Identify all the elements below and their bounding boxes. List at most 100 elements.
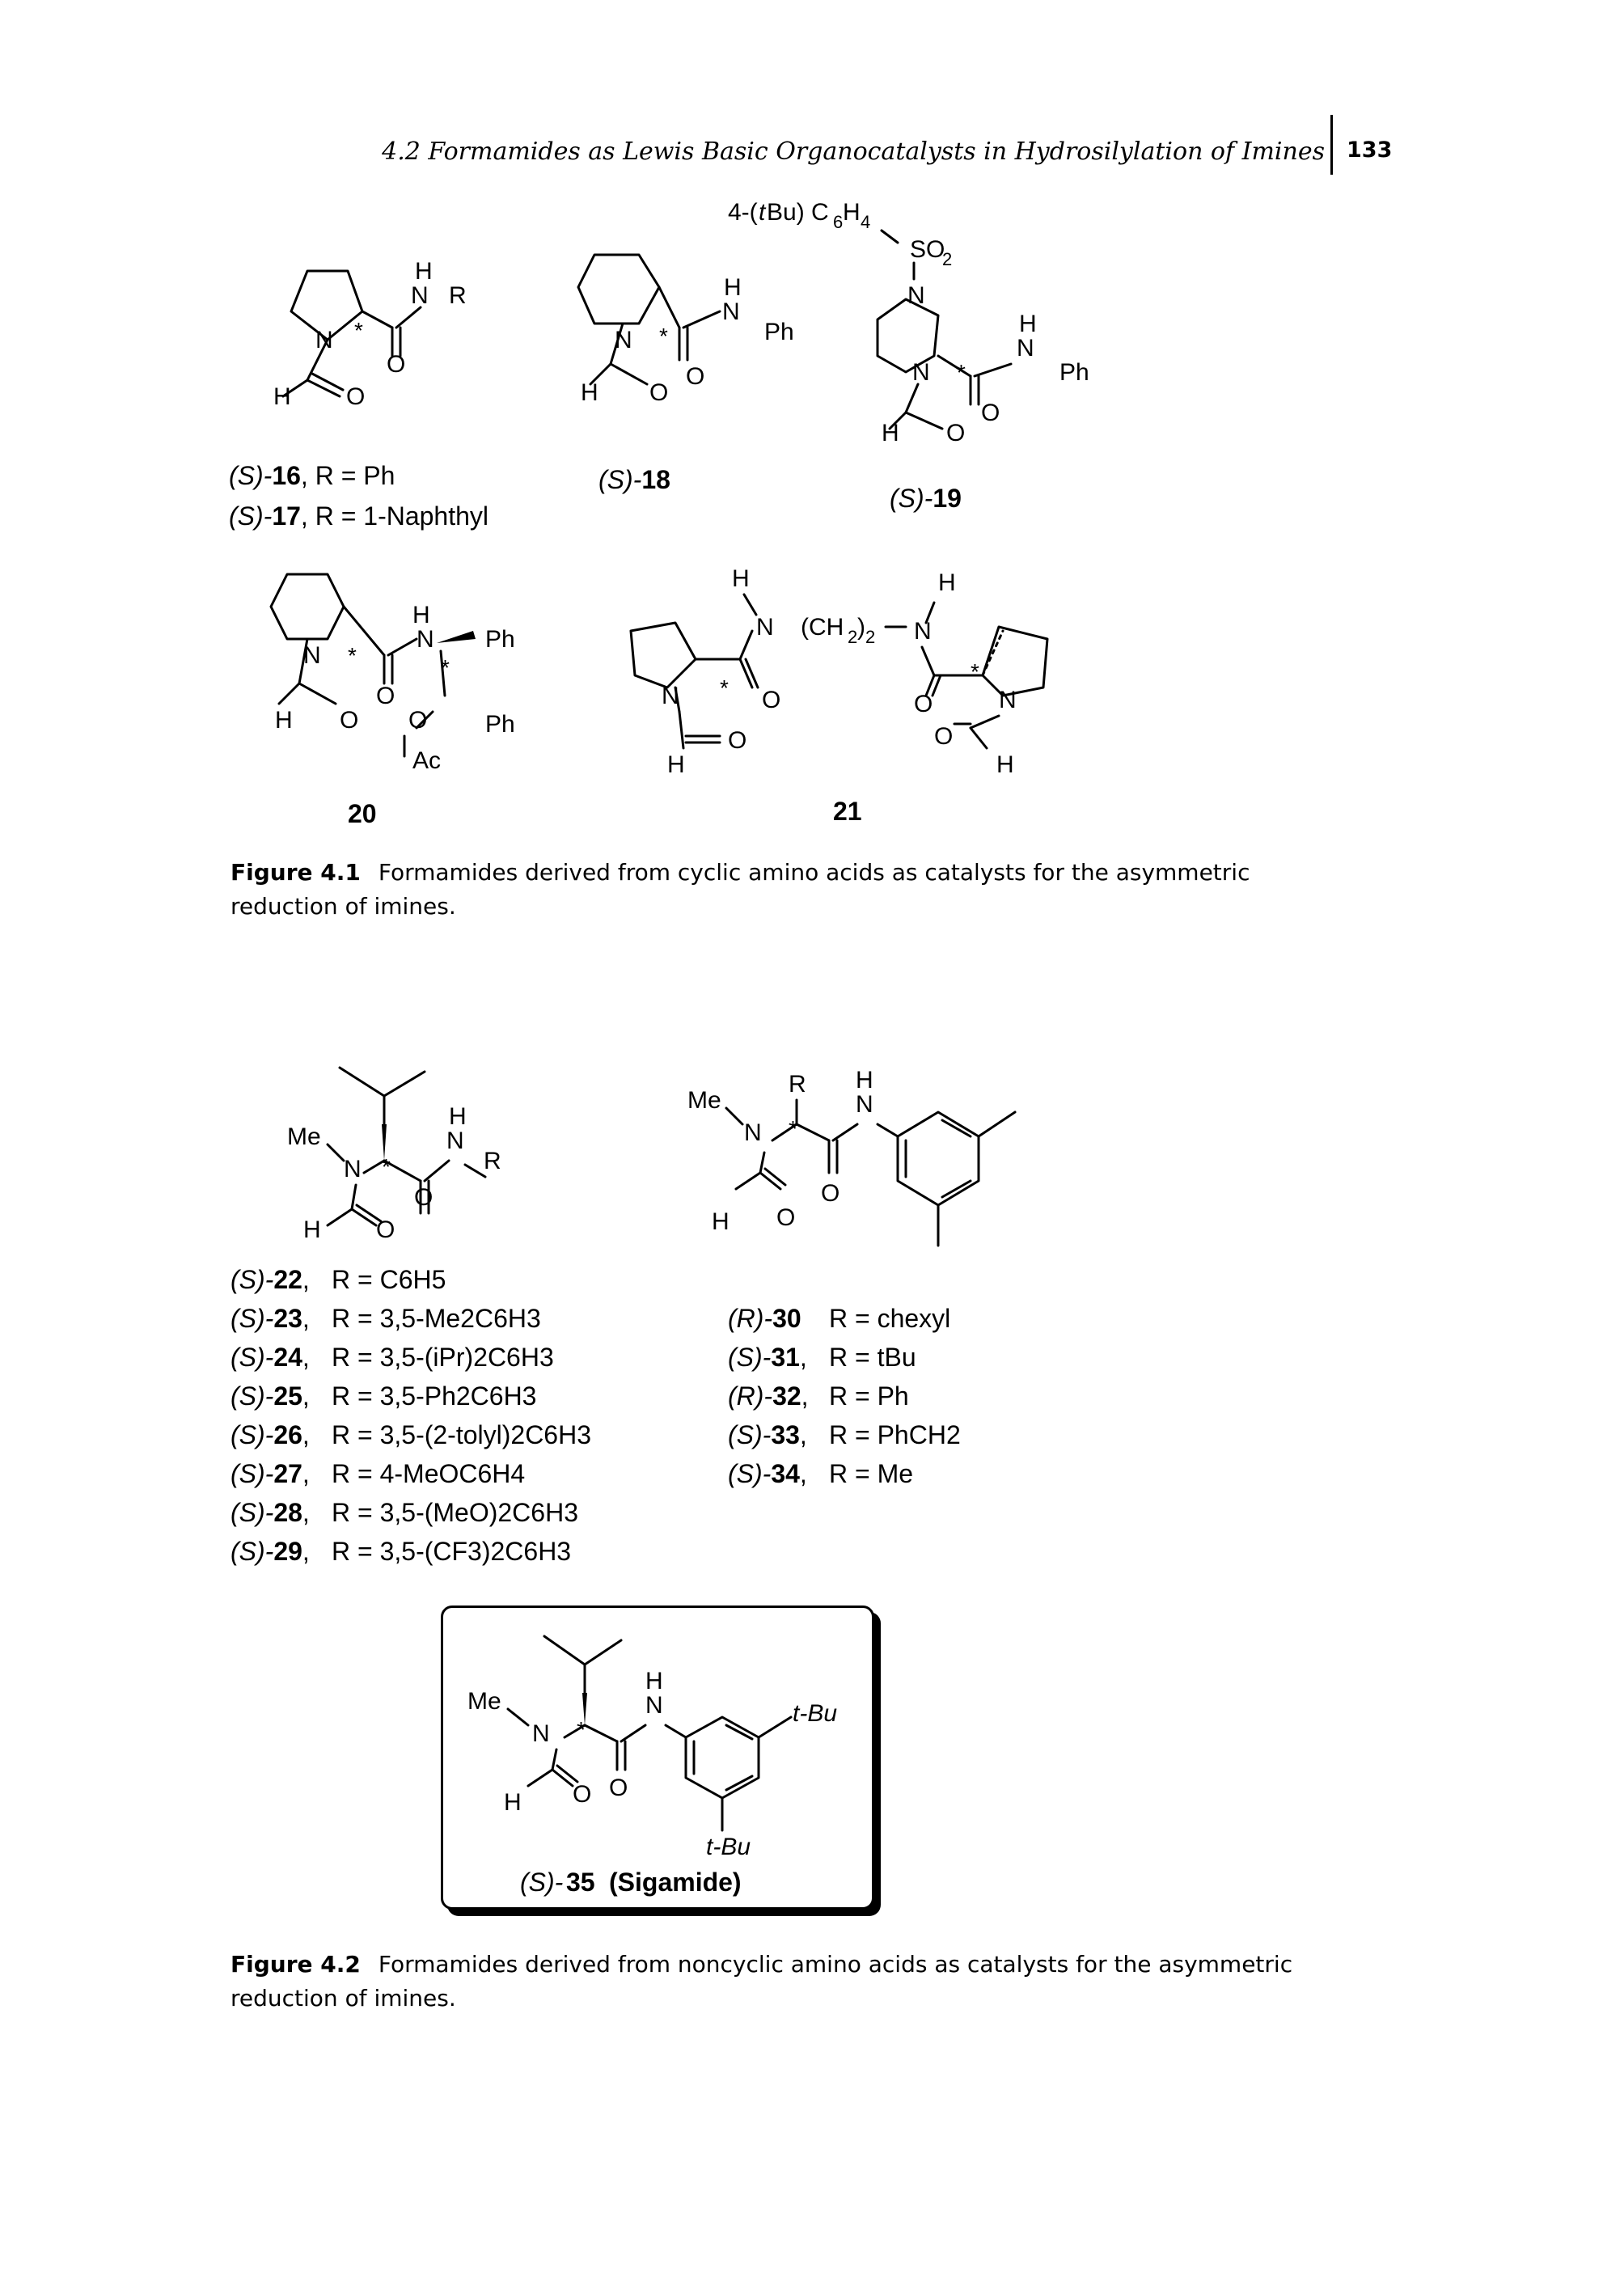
list-item: (S)-26,R = 3,5-(2-tolyl)2C6H3: [230, 1420, 591, 1449]
svg-text:35: 35: [566, 1868, 595, 1897]
svg-text:Ph: Ph: [764, 319, 794, 345]
svg-text:N: N: [303, 642, 321, 669]
svg-text:6: 6: [833, 212, 843, 232]
svg-text:H: H: [415, 258, 433, 285]
svg-text:N: N: [1017, 335, 1034, 362]
svg-text:R: R: [789, 1071, 806, 1098]
svg-text:N: N: [532, 1720, 550, 1747]
svg-text:H: H: [645, 1668, 663, 1694]
structure-19: 4-( t Bu) C 6 H 4 SO 2 N N * H O O H N P…: [728, 199, 1089, 446]
svg-text:t: t: [759, 199, 767, 226]
list-item: (S)-23,R = 3,5-Me2C6H3: [230, 1304, 541, 1333]
svg-text:O: O: [946, 420, 965, 446]
sigamide-box: Me N * H N O H O t-Bu t-Bu (S)- 35 (Siga…: [441, 1606, 874, 1910]
svg-text:*: *: [441, 655, 450, 680]
svg-text:*: *: [354, 318, 363, 343]
svg-text:4: 4: [861, 212, 870, 232]
svg-text:*: *: [348, 643, 357, 668]
svg-text:(S)-: (S)-: [520, 1868, 563, 1897]
svg-text:H: H: [581, 379, 598, 406]
running-title: 4.2 Formamides as Lewis Basic Organocata…: [382, 137, 1325, 166]
running-head: 4.2 Formamides as Lewis Basic Organocata…: [0, 0, 1624, 186]
svg-text:(Sigamide): (Sigamide): [609, 1868, 742, 1897]
svg-text:N: N: [662, 683, 679, 709]
structure-35: Me N * H N O H O t-Bu t-Bu (S)- 35 (Siga…: [467, 1635, 837, 1897]
svg-text:N: N: [645, 1692, 663, 1719]
list-item: (S)-27,R = 4-MeOC6H4: [230, 1459, 526, 1488]
svg-text:H: H: [938, 569, 956, 596]
structure-20: N * H O O H N Ph * O Ph Ac: [269, 573, 515, 774]
svg-text:O: O: [414, 1184, 433, 1211]
svg-text:t-Bu: t-Bu: [793, 1700, 837, 1727]
figure-4-1-text: Formamides derived from cyclic amino aci…: [230, 859, 1250, 920]
svg-text:N: N: [446, 1127, 464, 1154]
svg-text:H: H: [303, 1216, 321, 1243]
svg-text:Me: Me: [467, 1688, 501, 1715]
svg-text:H: H: [724, 274, 742, 301]
label-17: (S)-17, R = 1-Naphthyl: [229, 501, 489, 531]
svg-text:N: N: [417, 626, 434, 653]
svg-text:H: H: [1019, 311, 1037, 337]
svg-text:O: O: [346, 383, 365, 410]
svg-text:*: *: [659, 324, 668, 349]
svg-text:H: H: [856, 1067, 873, 1094]
svg-text:H: H: [667, 751, 685, 778]
svg-text:Me: Me: [287, 1123, 321, 1150]
svg-text:2: 2: [865, 627, 875, 647]
svg-text:H: H: [843, 199, 861, 226]
svg-text:O: O: [914, 691, 933, 717]
label-21: 21: [833, 797, 862, 826]
svg-text:H: H: [275, 707, 293, 734]
svg-text:N: N: [722, 298, 740, 325]
structure-30-34: R Me N * H N O H O: [687, 1067, 1017, 1247]
running-head-rule: [1330, 115, 1333, 175]
figure-4-1-structures: N * H O O H N R N * H O O H N Ph 4-( t B…: [269, 199, 1089, 778]
page-number: 133: [1347, 137, 1393, 163]
svg-text:N: N: [912, 359, 930, 386]
svg-text:H: H: [882, 420, 899, 446]
label-20: 20: [348, 799, 377, 828]
svg-text:*: *: [789, 1116, 797, 1141]
svg-text:N: N: [756, 614, 774, 641]
list-item: (R)-32,R = Ph: [728, 1381, 909, 1411]
structure-18: N * H O O H N Ph: [577, 253, 794, 406]
svg-text:O: O: [934, 723, 953, 750]
svg-text:N: N: [615, 327, 632, 353]
svg-text:Bu) C: Bu) C: [767, 199, 829, 226]
svg-text:SO: SO: [910, 236, 945, 263]
figure-4-2-structures: Me N * H N R O H O R Me N * H N O: [287, 1066, 1017, 1247]
svg-text:Me: Me: [687, 1087, 721, 1114]
list-item: (S)-24,R = 3,5-(iPr)2C6H3: [230, 1343, 554, 1372]
label-16: (S)-16, R = Ph: [229, 461, 395, 490]
structure-22-29: Me N * H N R O H O: [287, 1066, 501, 1243]
svg-text:*: *: [957, 360, 966, 385]
svg-text:N: N: [999, 687, 1017, 713]
svg-text:N: N: [344, 1156, 362, 1182]
svg-text:H: H: [732, 565, 750, 592]
svg-text:N: N: [411, 282, 429, 309]
figure-4-2-label: Figure 4.2: [230, 1951, 361, 1978]
label-18: (S)-18: [598, 465, 670, 494]
svg-text:Ac: Ac: [412, 747, 441, 774]
svg-text:O: O: [387, 351, 405, 378]
svg-text:H: H: [996, 751, 1014, 778]
svg-text:R: R: [484, 1148, 501, 1174]
svg-text:O: O: [728, 727, 746, 754]
svg-text:(CH: (CH: [801, 614, 844, 641]
svg-text:): ): [857, 614, 865, 641]
svg-text:*: *: [971, 659, 979, 684]
list-item: (S)-31,R = tBu: [728, 1343, 916, 1372]
svg-text:Ph: Ph: [1059, 359, 1089, 386]
list-item: (S)-34,R = Me: [728, 1459, 914, 1488]
svg-text:Ph: Ph: [485, 711, 515, 738]
svg-text:4-(: 4-(: [728, 199, 758, 226]
svg-text:Ph: Ph: [485, 626, 515, 653]
svg-text:*: *: [577, 1717, 586, 1742]
svg-text:O: O: [340, 707, 358, 734]
svg-text:2: 2: [942, 249, 952, 269]
list-item: (S)-28,R = 3,5-(MeO)2C6H3: [230, 1498, 578, 1527]
label-19: (S)-19: [890, 484, 962, 513]
figure-4-2-text: Formamides derived from noncyclic amino …: [230, 1951, 1293, 2012]
